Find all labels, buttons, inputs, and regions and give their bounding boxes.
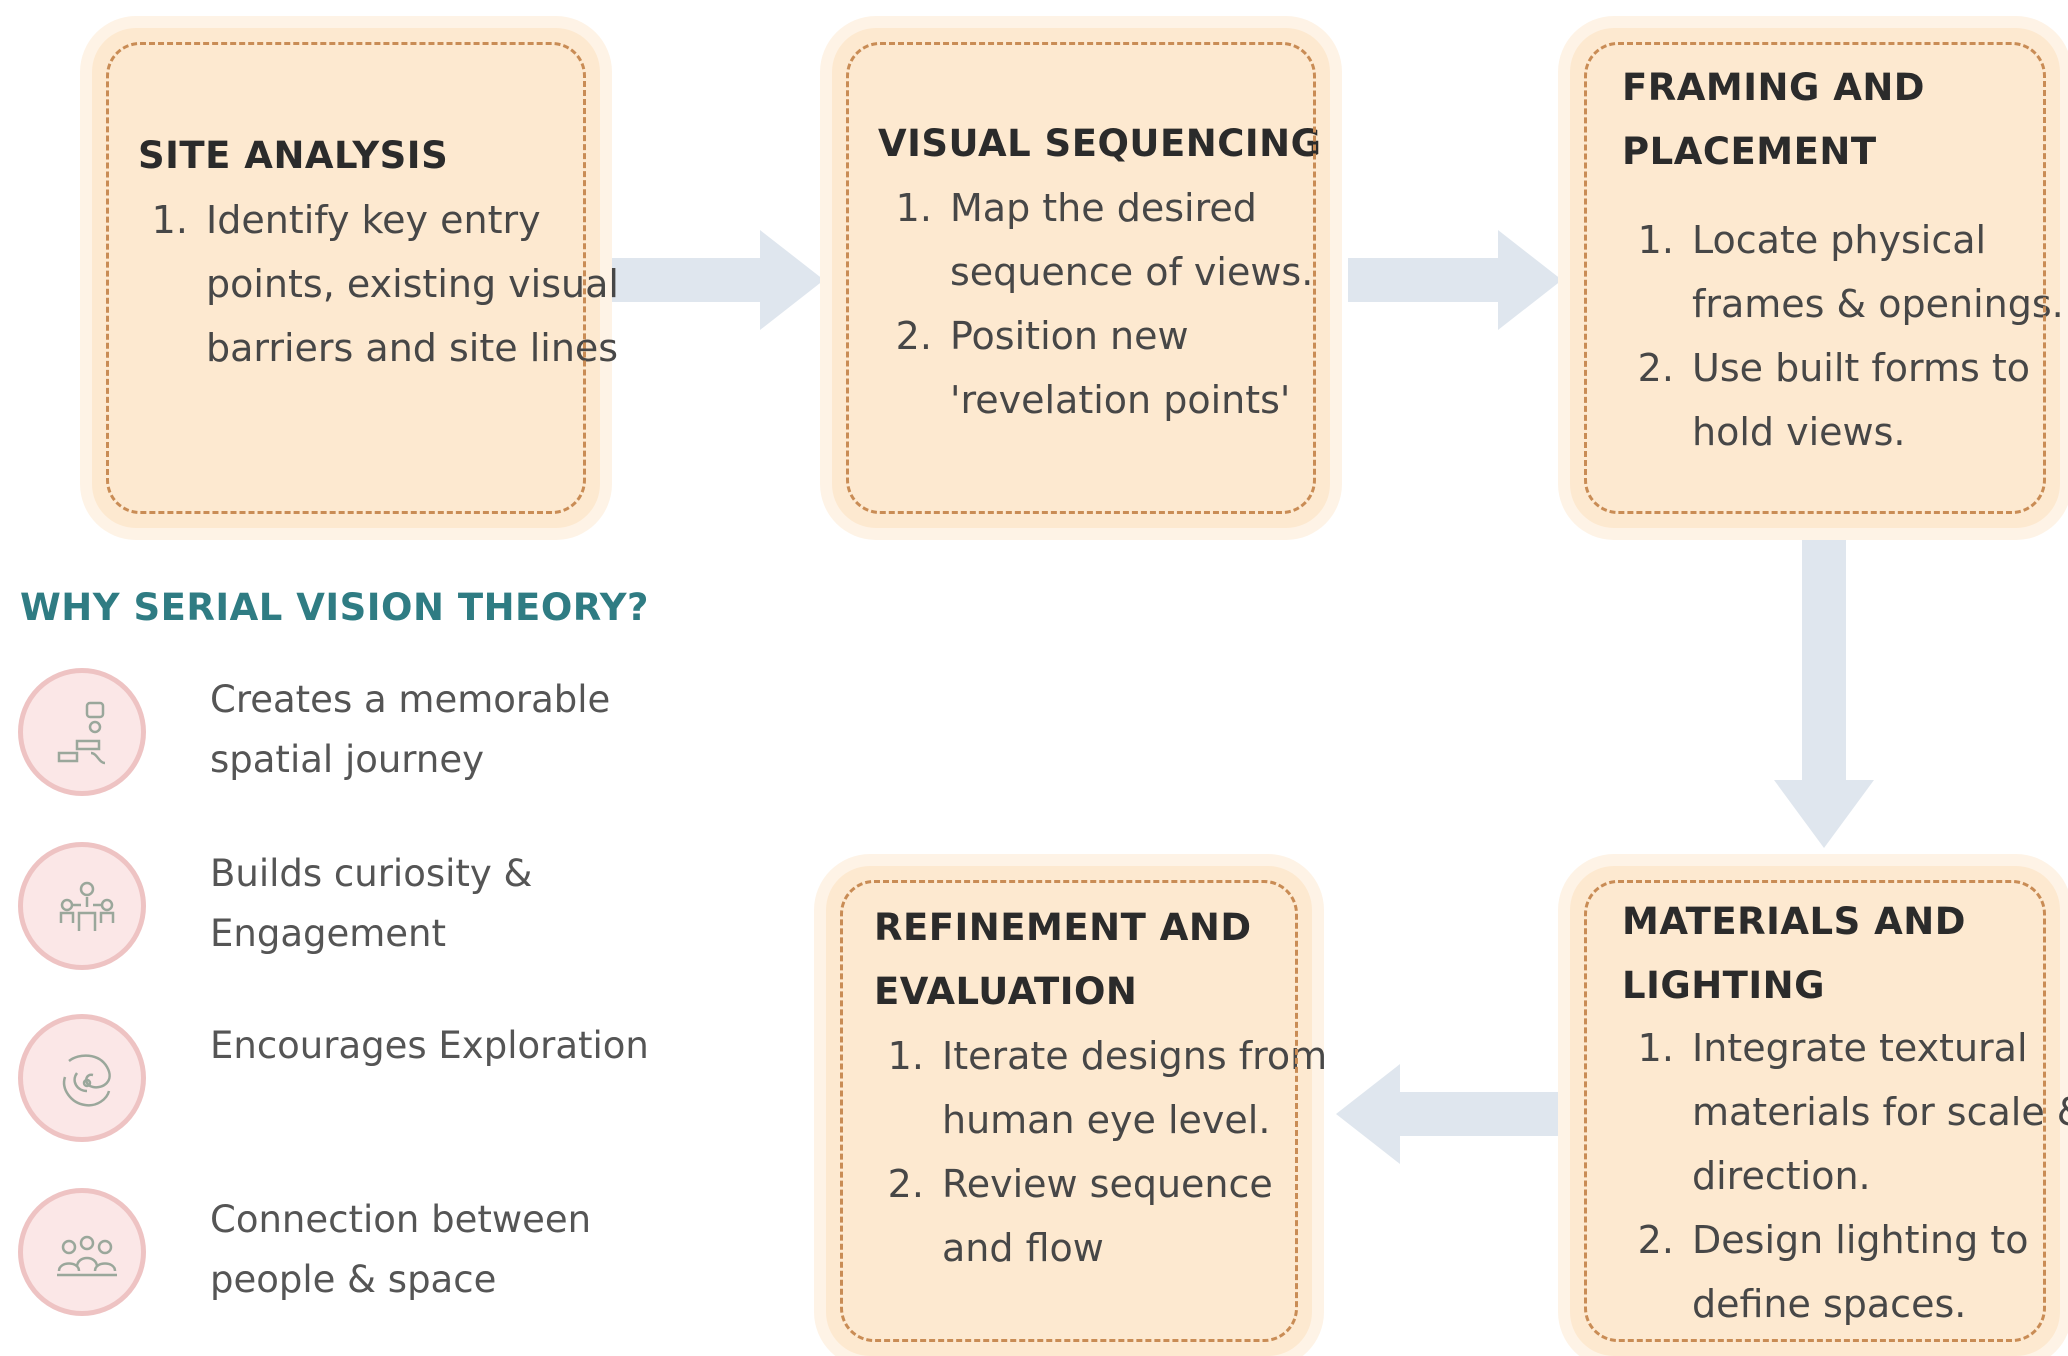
step-list: Iterate designs from human eye level. Re… [874,1024,1346,1280]
why-item-connection: Connection between people & space [18,1188,658,1320]
step-title-line: REFINEMENT AND [874,906,1252,949]
people-network-icon [18,842,146,970]
step-card-site-analysis: SITE ANALYSIS Identify key entry points,… [92,28,619,528]
step-title: REFINEMENT AND EVALUATION [874,896,1252,1024]
step-list-item: Use built forms to hold views. [1686,336,2068,464]
step-list-item: Design lighting to define spaces. [1686,1208,2068,1336]
step-list: Map the desired sequence of views. Posit… [882,176,1364,432]
step-list-item: Locate physical frames & openings. [1686,208,2068,336]
arrow-left-icon [1336,1064,1568,1164]
step-title-line: VISUAL SEQUENCING [878,122,1322,165]
arrow-right-1-icon [610,230,824,330]
why-item-journey: Creates a memorable spatial journey [18,668,658,800]
step-list: Locate physical frames & openings. Use b… [1624,208,2068,464]
step-list: Identify key entry points, existing visu… [138,188,640,380]
step-list-item: Identify key entry points, existing visu… [200,188,640,380]
why-title: WHY SERIAL VISION THEORY? [20,586,649,629]
step-title: VISUAL SEQUENCING [878,112,1321,176]
step-title: SITE ANALYSIS [138,124,448,188]
arrow-right-2-icon [1348,230,1562,330]
step-list-item: Map the desired sequence of views. [944,176,1364,304]
maze-exploration-icon [18,1014,146,1142]
people-space-icon [18,1188,146,1316]
why-item-exploration: Encourages Exploration [18,1014,658,1146]
step-title-line: LIGHTING [1622,964,1826,1007]
step-title-line: EVALUATION [874,970,1138,1013]
step-card-framing-placement: FRAMING AND PLACEMENT Locate physical fr… [1570,28,2064,528]
why-item-text: Builds curiosity & Engagement [210,852,533,955]
step-title-line: FRAMING AND [1622,66,1926,109]
step-title: FRAMING AND PLACEMENT [1622,56,1925,184]
step-title-line: MATERIALS AND [1622,900,1966,943]
arrow-down-icon [1774,540,1874,848]
why-item-text: Creates a memorable spatial journey [210,678,611,781]
why-item-text: Connection between people & space [210,1198,592,1301]
why-item-text: Encourages Exploration [210,1024,649,1067]
step-list: Integrate textural materials for scale &… [1624,1016,2068,1336]
journey-path-icon [18,668,146,796]
step-list-item: Review sequence and flow [936,1152,1346,1280]
step-title-line: PLACEMENT [1622,130,1877,173]
step-list-item: Iterate designs from human eye level. [936,1024,1346,1152]
why-item-curiosity: Builds curiosity & Engagement [18,842,658,974]
step-title: MATERIALS AND LIGHTING [1622,890,1966,1018]
step-list-item: Integrate textural materials for scale &… [1686,1016,2068,1208]
step-card-refinement-evaluation: REFINEMENT AND EVALUATION Iterate design… [826,866,1327,1356]
step-card-visual-sequencing: VISUAL SEQUENCING Map the desired sequen… [832,28,1330,528]
step-list-item: Position new 'revelation points' [944,304,1364,432]
step-title-line: SITE ANALYSIS [138,134,449,177]
step-card-materials-lighting: MATERIALS AND LIGHTING Integrate textura… [1570,866,2068,1356]
